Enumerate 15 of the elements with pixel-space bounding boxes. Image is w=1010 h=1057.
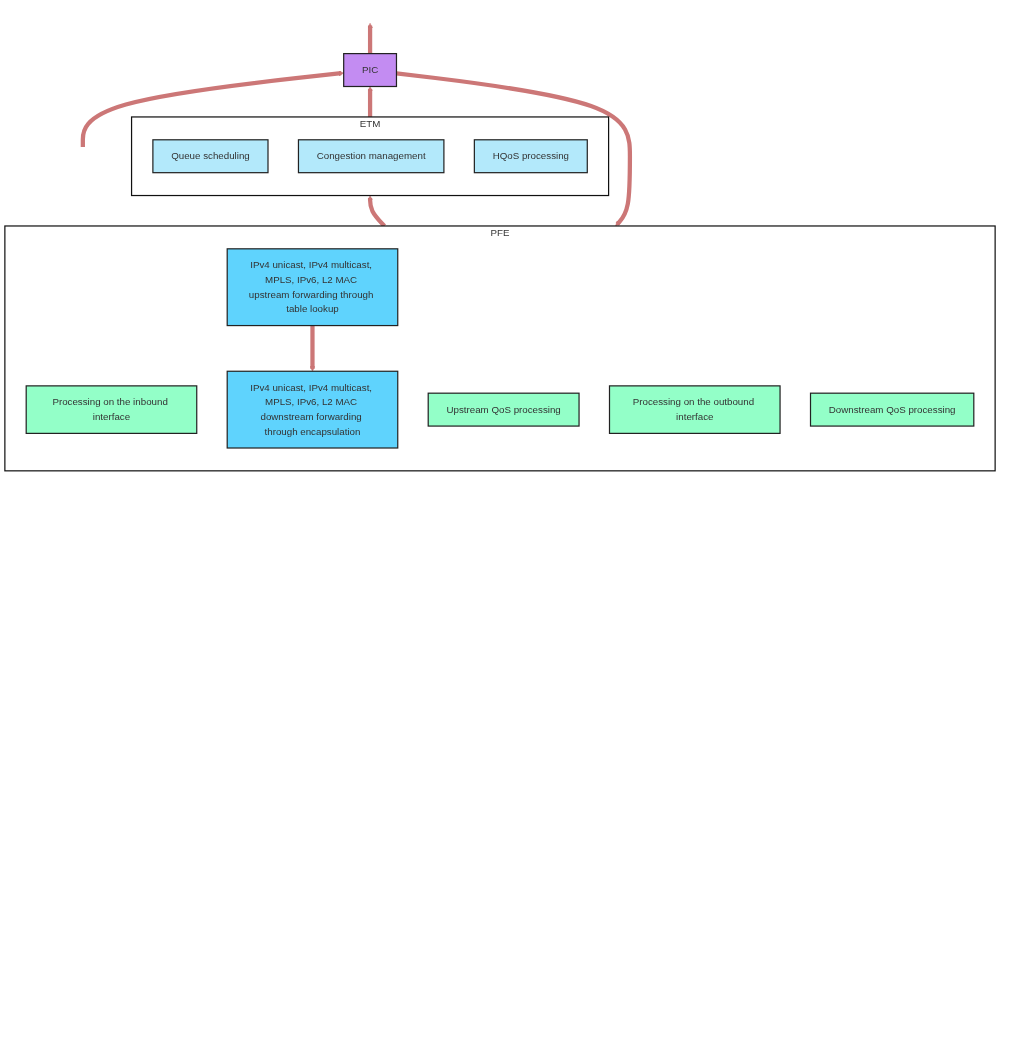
arrow	[80, 70, 344, 148]
node-box: PIC	[343, 53, 398, 88]
arrow	[396, 71, 633, 227]
node-box: Queue scheduling	[152, 139, 269, 174]
arrow	[367, 86, 373, 117]
arrow	[367, 22, 373, 54]
node-box: Processing on the outbound interface	[608, 385, 781, 434]
arrow	[309, 325, 316, 372]
node-box: Downstream QoS processing	[809, 392, 975, 427]
node-box: Processing on the inbound interface	[25, 385, 198, 434]
node-box: IPv4 unicast, IPv4 multicast, MPLS, IPv6, L2 MAC upstream forwarding through table lookup	[226, 248, 399, 327]
node-box: Congestion management	[297, 139, 445, 174]
node-box: Upstream QoS processing	[427, 392, 580, 427]
node-box: IPv4 unicast, IPv4 multicast, MPLS, IPv6, L2 MAC downstream forwarding through encapsulation	[226, 370, 399, 449]
node-box: HQoS processing	[473, 139, 588, 174]
